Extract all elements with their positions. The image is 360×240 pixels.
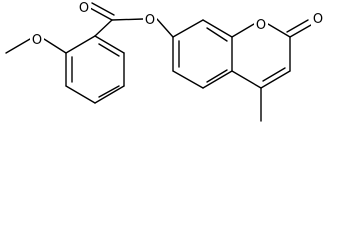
- bond-ring3-c3-c4-inner: [262, 67, 286, 82]
- bond-ring2-f: [172, 19, 204, 38]
- bond-methyl-o: [5, 38, 31, 54]
- bond-carbonyl-co-1: [89, 7, 113, 21]
- pyranone-ring: [231, 19, 312, 122]
- bond-ring2-c: [202, 70, 233, 89]
- bond-ring2-inner-2: [206, 69, 228, 83]
- coumarin-benzo-ring: [172, 19, 233, 89]
- bond-ring1-b: [65, 85, 96, 104]
- atom-label-o-ester: O: [145, 13, 155, 28]
- bond-ring1-e: [94, 35, 125, 54]
- bond-ring2-e: [202, 19, 233, 38]
- chemical-structure-diagram: O O O O O: [5, 0, 325, 122]
- bond-ring1-c: [94, 85, 125, 104]
- atom-label-o-ester-carbonyl: O: [79, 1, 89, 16]
- bond-ring3-c4-c4a: [231, 70, 262, 89]
- bond-ring2-inner-3: [206, 27, 228, 42]
- bond-ring3-o-right: [267, 23, 291, 38]
- benzene-ring: [65, 35, 125, 104]
- bond-ring1-inner-3: [98, 43, 120, 57]
- bond-ring3-o-left: [231, 23, 255, 38]
- bond-ester-o-ring: [156, 18, 174, 38]
- bond-carbonyl-co-2: [91, 2, 115, 16]
- bond-ring1-f: [65, 35, 96, 54]
- ester-group: [89, 2, 174, 38]
- bond-lactone-co-2: [286, 19, 309, 33]
- bond-ring1-inner-2: [98, 85, 120, 98]
- atom-label-o-methoxy: O: [32, 33, 42, 48]
- bond-carbonyl-ester-o: [111, 18, 144, 21]
- bond-ring2-b: [172, 70, 204, 89]
- atom-labels: O O O O O: [30, 0, 325, 48]
- bond-lactone-co-1: [289, 24, 312, 38]
- bond-ring-carbonyl: [94, 19, 113, 37]
- atom-label-o-lactone: O: [313, 12, 323, 27]
- bond-o-aryl: [43, 38, 67, 54]
- methoxy-group: [5, 38, 67, 54]
- bond-ring3-c3-c4: [260, 70, 291, 89]
- atom-label-o-ring: O: [256, 18, 266, 33]
